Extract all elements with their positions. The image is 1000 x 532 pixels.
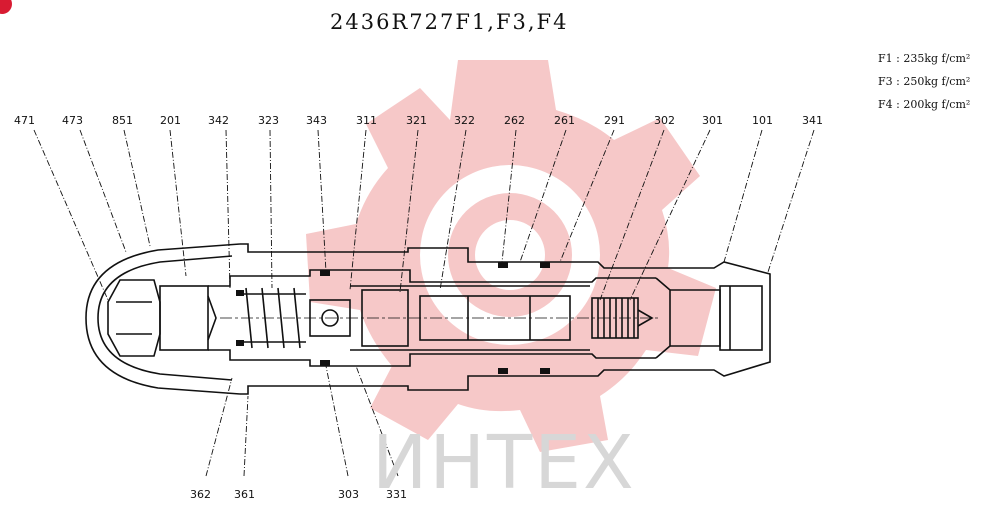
- label-303: 303: [338, 488, 359, 501]
- part-labels-bottom: 362 361 303 331: [190, 488, 407, 501]
- spec-f4: F4 : 200kg f/cm²: [878, 98, 971, 111]
- label-362: 362: [190, 488, 211, 501]
- drawing-title: 2436R727F1,F3,F4: [330, 10, 569, 34]
- seat-sleeve: [719, 285, 763, 351]
- housing-upper: [240, 243, 771, 395]
- label-342: 342: [208, 114, 229, 127]
- label-301: 301: [702, 114, 723, 127]
- label-291: 291: [604, 114, 625, 127]
- label-323: 323: [258, 114, 279, 127]
- label-471: 471: [14, 114, 35, 127]
- label-262: 262: [504, 114, 525, 127]
- adjusting-screw: [159, 285, 209, 351]
- label-473: 473: [62, 114, 83, 127]
- label-311: 311: [356, 114, 377, 127]
- label-331: 331: [386, 488, 407, 501]
- label-361: 361: [234, 488, 255, 501]
- leader-lines: [33, 129, 815, 477]
- label-201: 201: [160, 114, 181, 127]
- poppet-seat: [655, 277, 671, 359]
- corner-badge: [0, 0, 12, 14]
- label-343: 343: [306, 114, 327, 127]
- watermark-text: ИНТЕХ: [372, 420, 636, 506]
- watermark-gear-icon: [306, 60, 716, 452]
- label-302: 302: [654, 114, 675, 127]
- o-rings: [236, 262, 550, 374]
- cap-dome: [85, 243, 241, 395]
- label-321: 321: [406, 114, 427, 127]
- spec-f3: F3 : 250kg f/cm²: [878, 75, 971, 88]
- label-101: 101: [752, 114, 773, 127]
- part-labels-top: 471 473 851 201 342 323 343 311 321 322 …: [14, 114, 823, 127]
- label-261: 261: [554, 114, 575, 127]
- label-341: 341: [802, 114, 823, 127]
- label-851: 851: [112, 114, 133, 127]
- spec-f1: F1 : 235kg f/cm²: [878, 52, 971, 65]
- relief-valve-assembly: [85, 243, 771, 395]
- label-322: 322: [454, 114, 475, 127]
- cap-dome-inner: [97, 255, 233, 381]
- cap-nut: [107, 279, 161, 357]
